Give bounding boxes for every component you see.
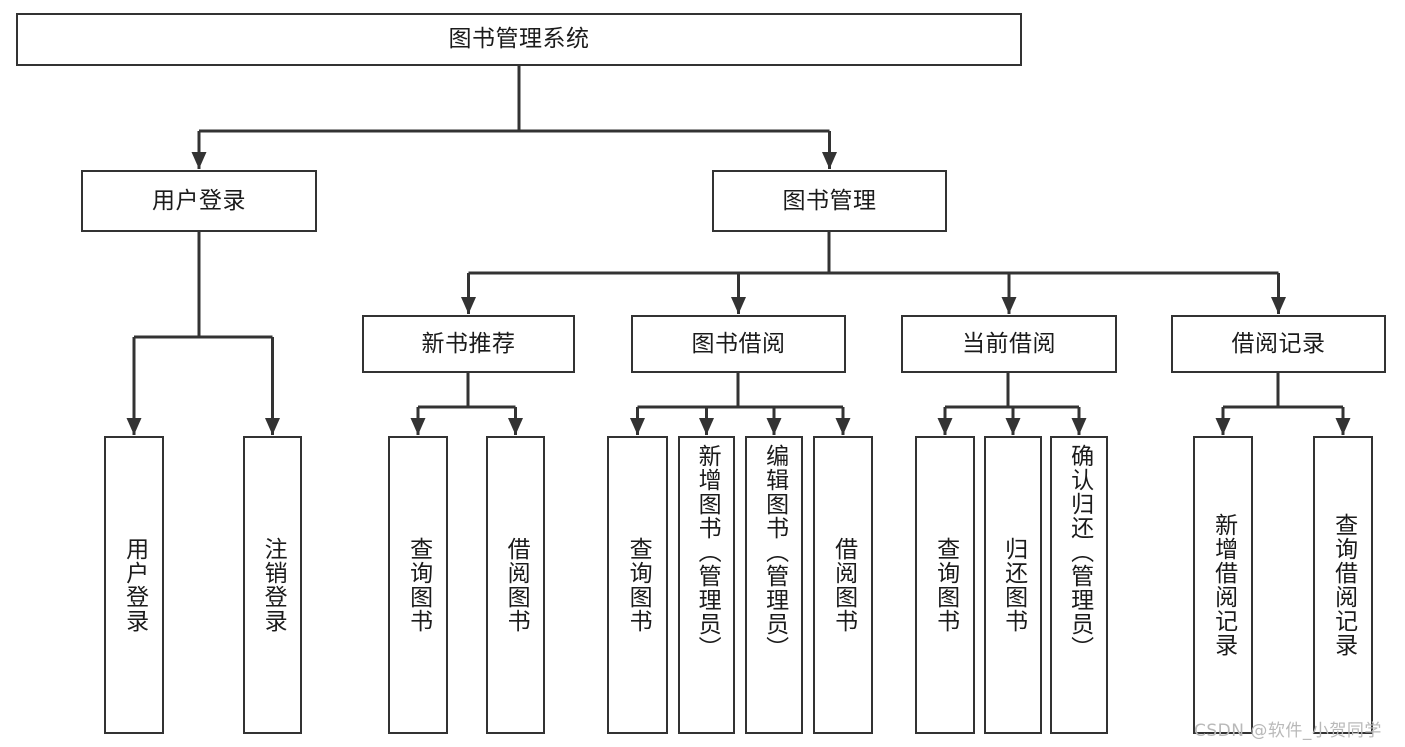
arrowhead-icon-l-nb-borrow [508,418,523,435]
arrowhead-icon-l-logout [265,418,280,435]
arrowhead-icon-l-cu-query [937,418,953,435]
node-l-login[interactable]: 用户登录 [104,436,164,734]
node-root[interactable]: 图书管理系统 [16,13,1022,66]
node-label-l-rc-query: 查询借阅记录 [1330,513,1357,657]
node-label-borrow: 图书借阅 [691,330,786,357]
node-label-l-login: 用户登录 [121,537,148,633]
arrowhead-icon-l-br-lend [835,418,851,435]
node-label-records: 借阅记录 [1231,330,1326,357]
node-l-cu-query[interactable]: 查询图书 [915,436,975,734]
arrowhead-icon-l-br-query [630,418,645,435]
node-l-rc-add[interactable]: 新增借阅记录 [1193,436,1253,734]
arrowhead-icon-l-nb-query [410,418,426,435]
node-l-cu-confirm[interactable]: 确认归还（管理员） [1050,436,1108,734]
node-l-br-edit[interactable]: 编辑图书（管理员） [745,436,803,734]
node-l-nb-query[interactable]: 查询图书 [388,436,448,734]
node-current[interactable]: 当前借阅 [901,315,1117,373]
arrowhead-icon-l-login [126,418,142,435]
node-label-l-cu-confirm: 确认归还（管理员） [1066,444,1093,660]
node-newbook[interactable]: 新书推荐 [362,315,575,373]
node-l-br-add[interactable]: 新增图书（管理员） [678,436,735,734]
node-l-logout[interactable]: 注销登录 [243,436,302,734]
arrowhead-icon-l-br-edit [766,418,782,435]
node-label-l-logout: 注销登录 [260,537,287,633]
node-label-l-br-lend: 借阅图书 [830,537,857,633]
node-login[interactable]: 用户登录 [81,170,317,232]
node-records[interactable]: 借阅记录 [1171,315,1386,373]
node-label-l-rc-add: 新增借阅记录 [1210,513,1237,657]
node-label-l-nb-query: 查询图书 [405,537,432,633]
node-label-root: 图书管理系统 [448,26,590,53]
node-l-br-lend[interactable]: 借阅图书 [813,436,873,734]
arrowhead-icon-current [1001,297,1017,314]
node-label-l-nb-borrow: 借阅图书 [503,537,530,633]
node-label-bookmgmt: 图书管理 [782,187,877,214]
arrowhead-icon-l-br-add [699,418,714,435]
node-label-newbook: 新书推荐 [421,330,516,357]
node-label-current: 当前借阅 [962,330,1056,357]
arrowhead-icon-l-cu-return [1005,418,1021,435]
arrowhead-icon-l-rc-query [1335,418,1351,435]
node-l-cu-return[interactable]: 归还图书 [984,436,1042,734]
arrowhead-icon-bookmgmt [822,152,837,169]
arrowhead-icon-l-rc-add [1215,418,1231,435]
node-label-l-br-edit: 编辑图书（管理员） [761,444,788,660]
node-l-br-query[interactable]: 查询图书 [607,436,668,734]
arrowhead-icon-login [191,152,207,169]
node-label-login: 用户登录 [152,187,246,214]
arrowhead-icon-newbook [461,297,476,314]
node-l-nb-borrow[interactable]: 借阅图书 [486,436,545,734]
arrowhead-icon-l-cu-confirm [1071,418,1087,435]
node-label-l-cu-return: 归还图书 [1000,537,1027,633]
node-label-l-br-query: 查询图书 [625,537,652,633]
node-label-l-br-add: 新增图书（管理员） [694,444,721,660]
node-bookmgmt[interactable]: 图书管理 [712,170,947,232]
node-borrow[interactable]: 图书借阅 [631,315,846,373]
arrowhead-icon-borrow [731,297,746,314]
arrowhead-icon-records [1271,297,1286,314]
node-l-rc-query[interactable]: 查询借阅记录 [1313,436,1373,734]
node-label-l-cu-query: 查询图书 [932,537,959,633]
